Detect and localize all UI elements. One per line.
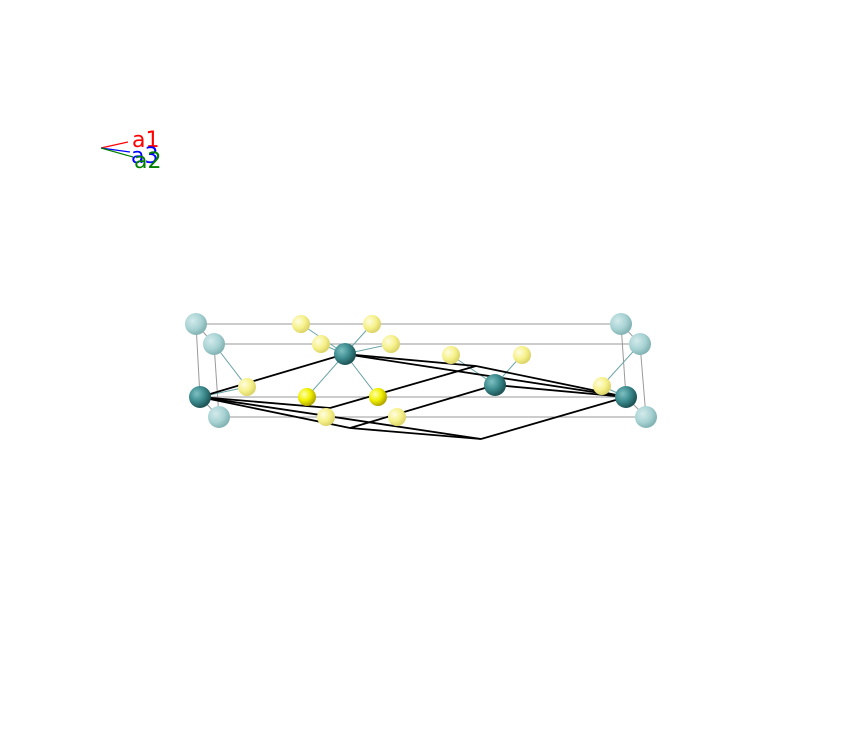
a3-axis-line [100,147,131,153]
anion-ghost-atom [513,346,531,364]
cation-atom [334,343,356,365]
cation-atom [615,386,637,408]
anion-atom [369,388,387,406]
anion-ghost-atom [312,335,330,353]
cation-ghost-atom [185,313,207,335]
anion-ghost-atom [593,377,611,395]
cation-atom [484,374,506,396]
anion-ghost-atom [382,335,400,353]
a1-axis-line [100,141,129,149]
cation-ghost-atom [635,406,657,428]
anion-ghost-atom [238,378,256,396]
primitive-cell [199,353,627,440]
atoms [185,313,657,428]
a2-label: a2 [134,149,161,174]
anion-ghost-atom [292,315,310,333]
anion-ghost-atom [442,346,460,364]
anion-ghost-atom [363,315,381,333]
a1-label: a1 [132,128,159,153]
anion-atom [298,388,316,406]
axes-indicator: a1 a3 a2 [100,128,161,174]
cation-ghost-atom [629,333,651,355]
anion-ghost-atom [388,408,406,426]
cation-ghost-atom [208,406,230,428]
a2-axis-line [100,147,134,158]
cation-ghost-atom [203,333,225,355]
a3-label: a3 [131,144,158,169]
anion-ghost-atom [317,408,335,426]
cation-atom [189,386,211,408]
cation-ghost-atom [610,313,632,335]
